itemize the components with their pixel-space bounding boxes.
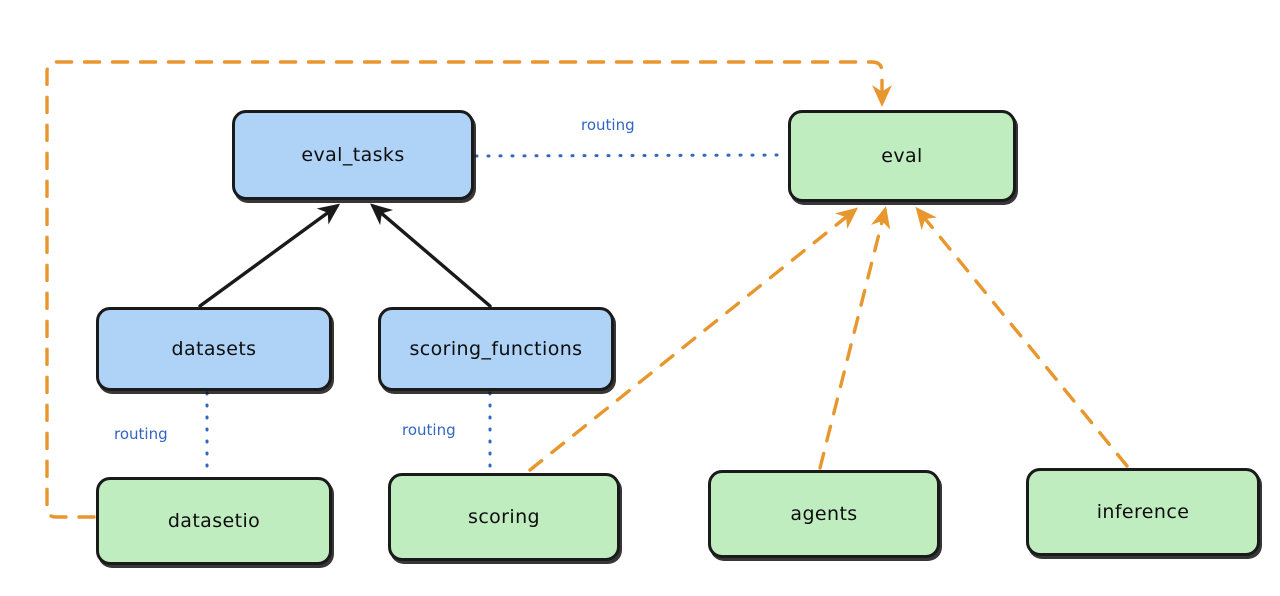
node-label: eval	[881, 145, 923, 167]
edge-label-routing-eval-tasks-eval: routing	[578, 116, 638, 134]
node-eval[interactable]: eval	[788, 110, 1016, 202]
node-datasets[interactable]: datasets	[96, 307, 332, 391]
edge-agents-to-eval	[818, 206, 891, 470]
edge-inference-to-eval	[915, 206, 1129, 468]
node-inference[interactable]: inference	[1026, 468, 1260, 556]
node-scoring[interactable]: scoring	[388, 473, 620, 561]
node-scoring-functions[interactable]: scoring_functions	[378, 307, 614, 391]
node-label: agents	[790, 503, 858, 525]
node-label: eval_tasks	[301, 144, 405, 166]
edge-datasetio-to-eval	[45, 60, 892, 519]
edge-datasets-to-eval-tasks	[198, 203, 341, 308]
node-agents[interactable]: agents	[708, 470, 940, 558]
node-datasetio[interactable]: datasetio	[96, 477, 332, 565]
edge-label-routing-datasets-datasetio: routing	[111, 425, 171, 443]
edge-scoring-functions-to-eval-tasks	[369, 203, 492, 308]
edge-label-routing-scoring-functions-scoring: routing	[399, 421, 459, 439]
node-label: datasets	[171, 338, 257, 360]
edge-scoring-to-eval	[528, 207, 859, 472]
node-label: scoring	[468, 506, 540, 528]
node-eval-tasks[interactable]: eval_tasks	[232, 110, 474, 200]
edge-eval-tasks-to-eval	[474, 153, 788, 158]
node-label: datasetio	[167, 510, 261, 532]
node-label: inference	[1096, 501, 1190, 523]
node-label: scoring_functions	[409, 338, 583, 360]
